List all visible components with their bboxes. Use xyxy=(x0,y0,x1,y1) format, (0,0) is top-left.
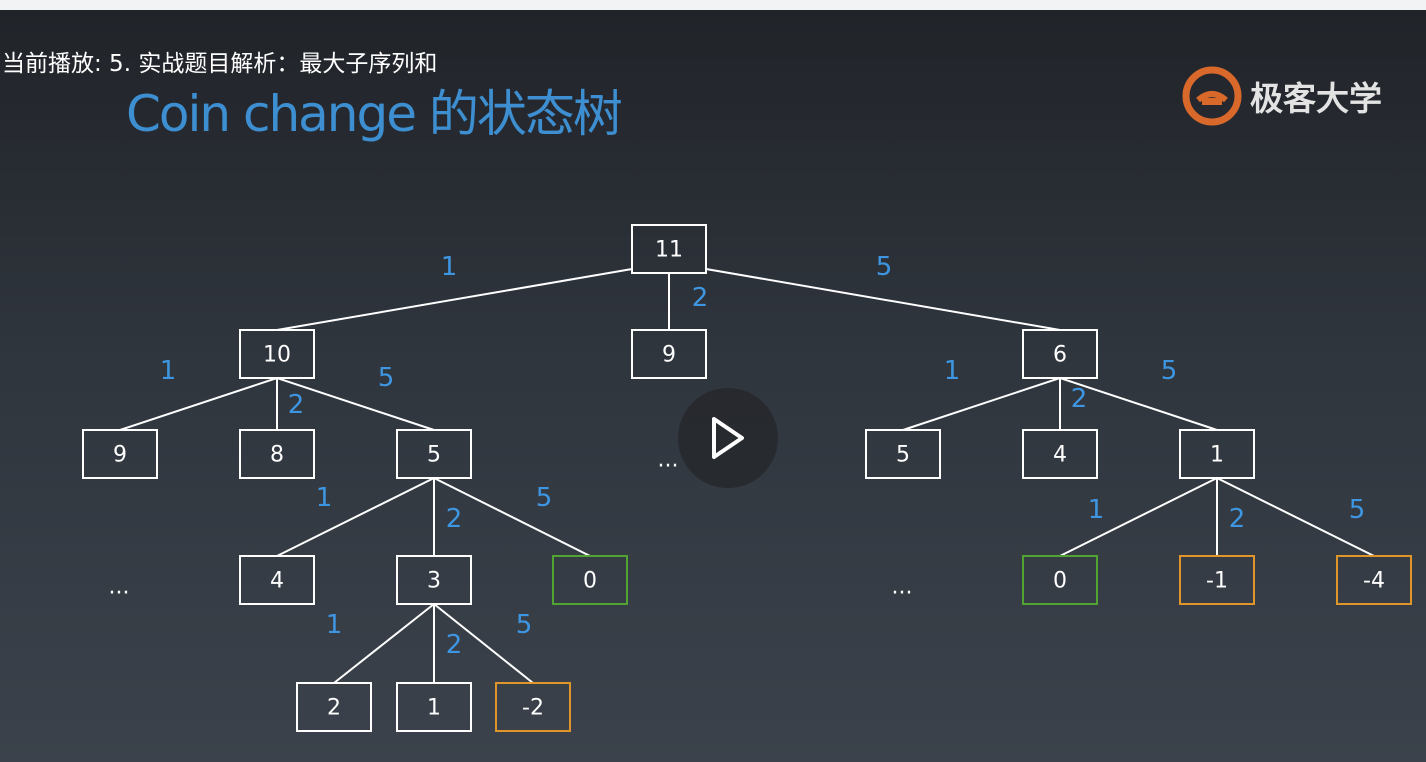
node-value: 4 xyxy=(1053,443,1067,468)
play-button[interactable] xyxy=(678,388,778,488)
logo-text: 极客大学 xyxy=(1250,79,1382,118)
node-value: 2 xyxy=(327,696,341,721)
node-value: 3 xyxy=(427,569,441,594)
tree-node: 9 xyxy=(631,329,707,379)
tree-node: 1 xyxy=(1179,429,1255,479)
tree-edge xyxy=(433,603,534,684)
node-box xyxy=(82,429,158,479)
tree-node: 6 xyxy=(1022,329,1098,379)
tree-node: 8 xyxy=(239,429,315,479)
edge-coin-label: 2 xyxy=(446,504,463,534)
edge-coin-label: 1 xyxy=(160,356,177,386)
node-value: 6 xyxy=(1053,343,1067,368)
node-box xyxy=(239,555,315,605)
tree-node: 4 xyxy=(1022,429,1098,479)
edge-coin-label: 5 xyxy=(1349,495,1366,525)
tree-edge xyxy=(119,377,278,431)
tree-edge xyxy=(276,477,435,557)
tree-node: 10 xyxy=(239,329,315,379)
tree-edge xyxy=(1059,377,1218,431)
node-box xyxy=(865,429,941,479)
node-box xyxy=(1022,555,1098,605)
node-value: 0 xyxy=(1053,569,1067,594)
tree-node: 1 xyxy=(396,682,472,732)
tree-edge xyxy=(276,268,633,331)
node-value: 9 xyxy=(662,343,676,368)
node-box xyxy=(396,555,472,605)
slide-title: Coin change 的状态树 xyxy=(126,85,623,143)
brand-logo: 极客大学 xyxy=(1180,64,1382,128)
tree-node: 11 xyxy=(631,224,707,274)
node-box xyxy=(631,329,707,379)
edge-coin-label: 1 xyxy=(441,252,458,282)
node-box xyxy=(1179,429,1255,479)
play-icon xyxy=(712,417,744,459)
tree-node: 9 xyxy=(82,429,158,479)
tree-node: 0 xyxy=(552,555,628,605)
edge-coin-label: 2 xyxy=(1071,384,1088,414)
node-box xyxy=(552,555,628,605)
tree-edge xyxy=(1059,477,1218,557)
node-value: 4 xyxy=(270,569,284,594)
node-box xyxy=(1336,555,1412,605)
top-bar xyxy=(0,0,1426,10)
tree-node: 5 xyxy=(865,429,941,479)
edge-coin-label: 5 xyxy=(876,252,893,282)
tree-node: 5 xyxy=(396,429,472,479)
edge-coin-label: 5 xyxy=(1161,356,1178,386)
node-value: 11 xyxy=(655,238,683,263)
tree-edge xyxy=(705,268,1061,331)
tree-node: -1 xyxy=(1179,555,1255,605)
node-box xyxy=(396,429,472,479)
edge-coin-label: 2 xyxy=(288,390,305,420)
tree-edge xyxy=(276,377,435,431)
tree-node: 4 xyxy=(239,555,315,605)
node-value: 1 xyxy=(427,696,441,721)
node-value: -4 xyxy=(1363,569,1385,594)
node-value: 0 xyxy=(583,569,597,594)
edge-coin-label: 1 xyxy=(326,610,343,640)
tree-edge xyxy=(1216,477,1375,557)
node-box xyxy=(1022,429,1098,479)
tree-node: -2 xyxy=(495,682,571,732)
tree-node: 0 xyxy=(1022,555,1098,605)
edge-coin-label: 2 xyxy=(692,283,709,313)
node-value: 9 xyxy=(113,443,127,468)
geek-university-logo-icon xyxy=(1182,66,1242,126)
ellipsis-more: ... xyxy=(658,448,679,473)
node-value: 1 xyxy=(1210,443,1224,468)
node-box xyxy=(296,682,372,732)
edge-coin-label: 5 xyxy=(378,363,395,393)
tree-node: -4 xyxy=(1336,555,1412,605)
node-box xyxy=(239,329,315,379)
edge-coin-label: 1 xyxy=(1088,495,1105,525)
node-box xyxy=(1179,555,1255,605)
node-box xyxy=(495,682,571,732)
edge-coin-label: 2 xyxy=(1229,504,1246,534)
edge-coin-label: 1 xyxy=(944,356,961,386)
node-value: 5 xyxy=(427,443,441,468)
edge-coin-label: 5 xyxy=(516,610,533,640)
node-box xyxy=(631,224,707,274)
tree-edge xyxy=(902,377,1061,431)
ellipsis-more: ... xyxy=(892,575,913,600)
tree-edge xyxy=(333,603,435,684)
tree-edge xyxy=(433,477,591,557)
ellipsis-more: ... xyxy=(109,575,130,600)
now-playing-caption: 当前播放: 5. 实战题目解析：最大子序列和 xyxy=(2,51,438,77)
edge-coin-label: 1 xyxy=(316,483,333,513)
node-value: -1 xyxy=(1206,569,1228,594)
tree-node: 2 xyxy=(296,682,372,732)
node-value: 8 xyxy=(270,443,284,468)
node-value: 10 xyxy=(263,343,291,368)
tree-node: 3 xyxy=(396,555,472,605)
node-box xyxy=(239,429,315,479)
node-value: 5 xyxy=(896,443,910,468)
node-value: -2 xyxy=(522,696,544,721)
node-box xyxy=(1022,329,1098,379)
edge-coin-label: 2 xyxy=(446,630,463,660)
edge-coin-label: 5 xyxy=(536,483,553,513)
node-box xyxy=(396,682,472,732)
